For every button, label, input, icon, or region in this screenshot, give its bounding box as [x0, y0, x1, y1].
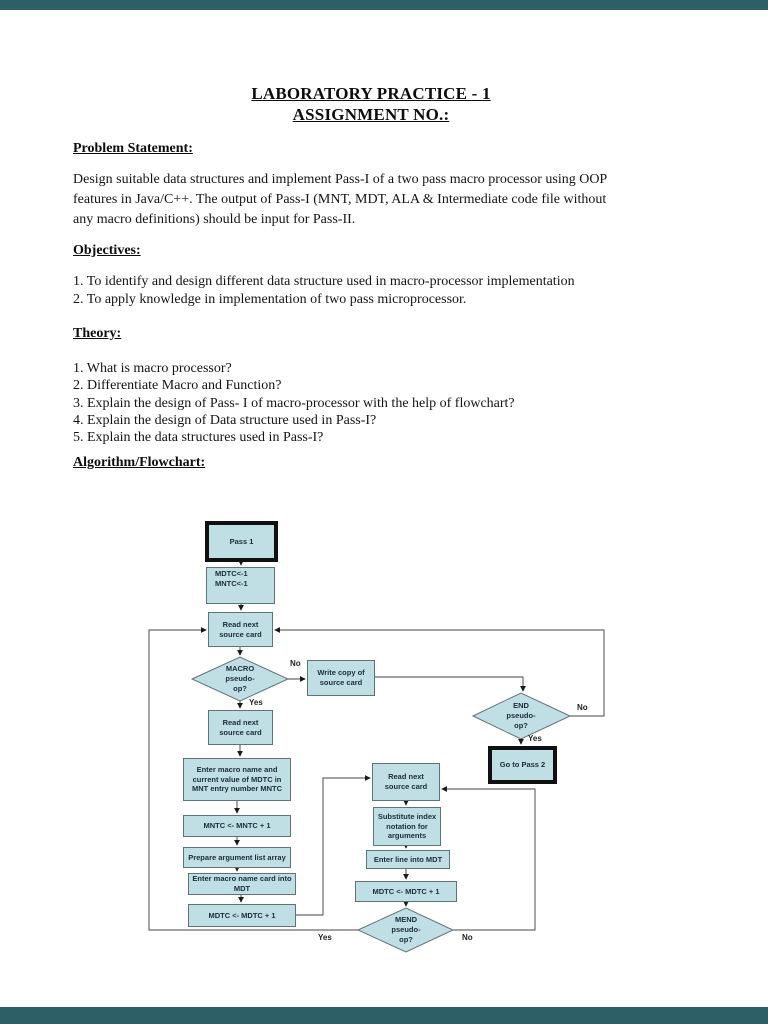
branch-label-mend-yes: Yes	[318, 933, 332, 942]
theory-item: 5. Explain the data structures used in P…	[73, 430, 324, 445]
flowchart-node-read-next-2: Read next source card	[208, 710, 273, 745]
flowchart-node-mntc-increment: MNTC <- MNTC + 1	[183, 815, 291, 837]
init-line1: MDTC<-1	[215, 569, 248, 578]
flowchart-node-goto-pass2: Go to Pass 2	[488, 746, 557, 784]
viewer-top-bar	[0, 0, 768, 10]
end-decision-label: END pseudo- op?	[485, 696, 557, 736]
theory-item: 2. Differentiate Macro and Function?	[73, 378, 282, 393]
macro-decision-label: MACRO pseudo- op?	[204, 659, 276, 699]
branch-label-end-no: No	[577, 703, 588, 712]
problem-body-line: any macro definitions) should be input f…	[73, 212, 356, 227]
flowchart-node-enter-card-mdt: Enter macro name card into MDT	[188, 873, 296, 895]
mend-decision-line: op?	[399, 935, 413, 945]
flowchart-node-read-next-1: Read next source card	[208, 612, 273, 647]
macro-decision-line: op?	[233, 684, 247, 694]
algorithm-flowchart-heading: Algorithm/Flowchart:	[73, 455, 206, 470]
flowchart-node-pass1: Pass 1	[205, 521, 278, 562]
branch-label-mend-no: No	[462, 933, 473, 942]
flowchart-node-read-next-3: Read next source card	[372, 763, 440, 801]
problem-body-line: Design suitable data structures and impl…	[73, 172, 608, 187]
mend-decision-line: MEND	[394, 914, 418, 924]
init-line2: MNTC<-1	[215, 578, 248, 588]
theory-item: 3. Explain the design of Pass- I of macr…	[73, 396, 515, 411]
theory-item: 1. What is macro processor?	[73, 361, 232, 376]
flowchart-node-mdtc-increment-left: MDTC <- MDTC + 1	[188, 904, 296, 927]
objectives-item: 1. To identify and design different data…	[73, 274, 575, 289]
theory-heading: Theory:	[73, 326, 122, 341]
flowchart-node-enter-macro-name: Enter macro name and current value of MD…	[183, 758, 291, 801]
flowchart-node-substitute: Substitute index notation for arguments	[373, 807, 441, 846]
flowchart-node-prepare-args: Prepare argument list array	[183, 847, 291, 868]
document-title-line1: LABORATORY PRACTICE - 1	[251, 84, 491, 103]
objectives-item: 2. To apply knowledge in implementation …	[73, 292, 467, 307]
problem-statement-heading: Problem Statement:	[73, 141, 193, 156]
macro-decision-line: MACRO	[225, 663, 255, 673]
objectives-heading: Objectives:	[73, 243, 141, 258]
end-decision-line: op?	[514, 721, 528, 731]
viewer-bottom-bar	[0, 1007, 768, 1024]
theory-item: 4. Explain the design of Data structure …	[73, 413, 377, 428]
flowchart-node-init-counters: MDTC<-1 MNTC<-1	[206, 567, 275, 604]
mend-decision-label: MEND pseudo- op?	[370, 910, 442, 950]
branch-label-macro-no: No	[290, 659, 301, 668]
macro-decision-line: pseudo-	[225, 673, 255, 683]
document-title-line2: ASSIGNMENT NO.:	[292, 105, 450, 124]
branch-label-end-yes: Yes	[528, 734, 542, 743]
mend-decision-line: pseudo-	[391, 924, 421, 934]
flowchart-node-enter-line-mdt: Enter line into MDT	[366, 850, 450, 869]
end-decision-line: pseudo-	[506, 710, 536, 720]
flowchart-node-write-copy: Write copy of source card	[307, 660, 375, 696]
branch-label-macro-yes: Yes	[249, 698, 263, 707]
flowchart-node-mdtc-increment-right: MDTC <- MDTC + 1	[355, 881, 457, 902]
problem-body-line: features in Java/C++. The output of Pass…	[73, 192, 607, 207]
end-decision-line: END	[513, 700, 529, 710]
